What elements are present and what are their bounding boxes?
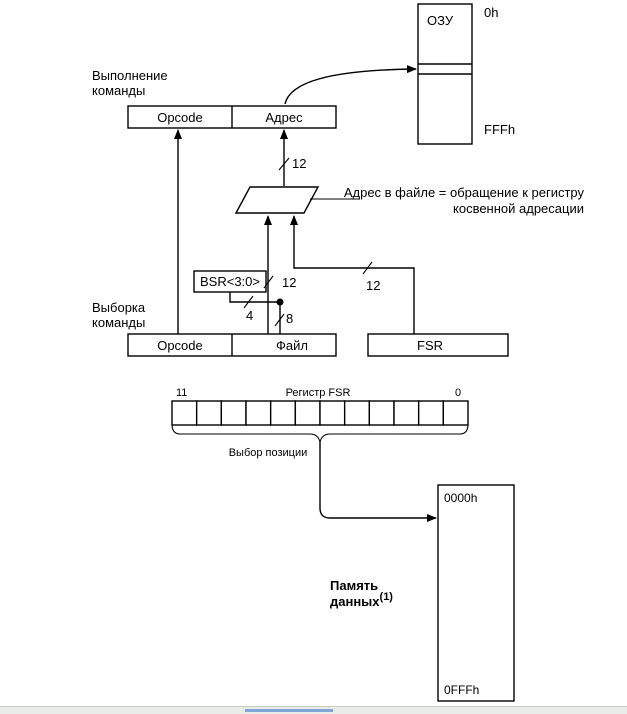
bsr-to-junction-line [229, 292, 280, 303]
execute-label-line2: команды [92, 83, 145, 98]
execute-instruction-register: Opcode Адрес [127, 105, 337, 129]
fsr-bit-cell [195, 400, 223, 426]
top-panel-background [90, 0, 610, 362]
fsr-register-box: FSR [367, 333, 509, 357]
fsr-bit-cell [171, 400, 198, 426]
fsr-bit-cells [171, 400, 469, 426]
fsr-bit-cell [220, 400, 247, 426]
bus-slash-12-mid [263, 275, 274, 289]
ram-label: ОЗУ [427, 13, 454, 28]
fsr-register-title: Регистр FSR [286, 387, 351, 399]
fsr-bit-cell [245, 400, 272, 426]
data-memory-footnote: (1) [380, 591, 394, 603]
fetch-file-field: Файл [276, 338, 308, 353]
data-memory-rect [437, 484, 515, 702]
bus-slash-12-top [278, 157, 290, 171]
fsr-bit-cell [269, 400, 297, 426]
bsr-box: BSR<3:0> [193, 270, 267, 293]
fsr-rect [367, 333, 509, 357]
ram-block: ОЗУ 0h FFFh [417, 3, 515, 145]
data-memory-start-address: 0000h [444, 491, 477, 505]
bus-width-8: 8 [286, 311, 293, 326]
bus-width-12-top: 12 [292, 156, 306, 171]
fsr-bit-cell [368, 400, 395, 426]
position-select-arrow [319, 442, 437, 522]
address-to-ram-arrow [284, 65, 417, 105]
fetch-instruction-register: Opcode Файл [127, 333, 337, 357]
bus-slash-8 [274, 313, 285, 327]
bus-width-4: 4 [246, 308, 253, 323]
fetch-opcode-field: Opcode [157, 338, 203, 353]
execute-opcode-field: Opcode [157, 110, 203, 125]
fsr-bit-cell [417, 400, 445, 426]
position-select-label: Выбор позиции [229, 447, 308, 459]
page-bottom-scrollbar[interactable] [0, 706, 627, 714]
fsr-to-mux-arrow [290, 215, 415, 334]
mux-note-line2: косвенной адресации [453, 201, 584, 216]
fetch-label-line2: команды [92, 315, 145, 330]
fsr-bit-cell [294, 400, 321, 426]
bottom-diagram: 11 Регистр FSR 0 Выбор позиции 0000h 0FF… [162, 378, 522, 706]
execute-address-field: Адрес [265, 110, 303, 125]
bus-width-12-mid: 12 [282, 275, 296, 290]
scrollbar-thumb[interactable] [245, 709, 333, 712]
top-diagram: ОЗУ 0h FFFh Выполнение команды Opcode Ад… [90, 0, 610, 362]
fsr-bit-cell [343, 400, 371, 426]
data-memory-title-line2: данных(1) [330, 591, 393, 609]
bsr-label: BSR<3:0> [200, 274, 260, 289]
bus-slash-12-right [362, 261, 373, 275]
data-memory-end-address: 0FFFh [444, 683, 479, 697]
fsr-bit-high: 11 [176, 387, 187, 399]
ram-start-address: 0h [484, 5, 498, 20]
data-memory-title-line1: Память [330, 578, 378, 593]
mux-note-line1: Адрес в файле = обращение к регистру [344, 185, 585, 200]
fsr-bit-low: 0 [455, 387, 461, 399]
junction-dot [276, 298, 284, 306]
bus-width-12-right: 12 [366, 278, 380, 293]
fsr-bit-cell [319, 400, 346, 426]
multiplexer [234, 186, 320, 214]
data-memory-title-word: данных [330, 594, 380, 609]
execute-label-line1: Выполнение [92, 68, 168, 83]
bus-slash-4 [243, 295, 254, 309]
fetch-label-line1: Выборка [92, 300, 146, 315]
fsr-bit-cell [442, 400, 469, 426]
fsr-bit-cell [393, 400, 420, 426]
data-memory-block: 0000h 0FFFh [437, 484, 515, 702]
fsr-label: FSR [417, 338, 443, 353]
ram-end-address: FFFh [484, 122, 515, 137]
